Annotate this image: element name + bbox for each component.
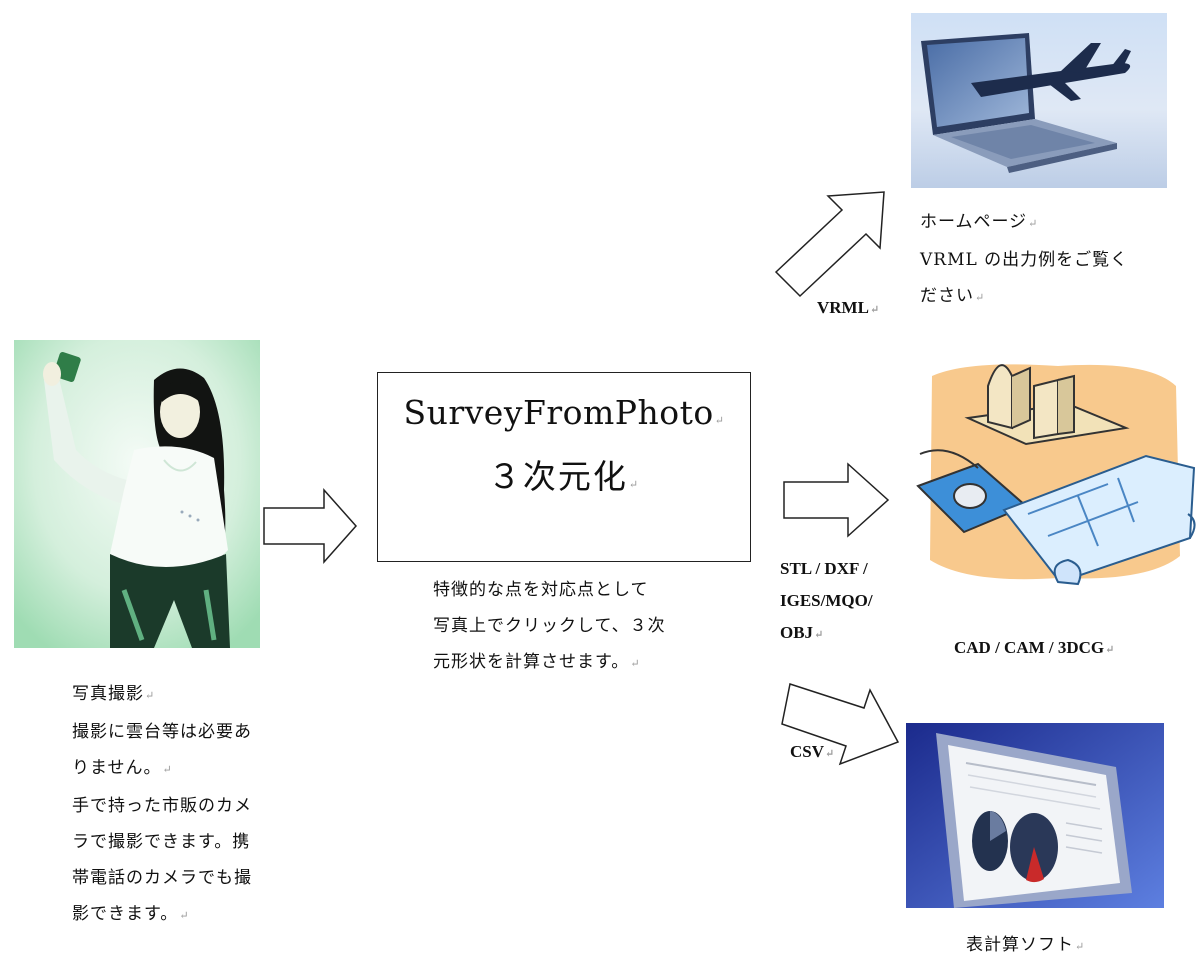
cad-clipart-image: [908, 346, 1200, 594]
cad-formats-label: STL / DXF / IGES/MQO/ OBJ↵: [780, 559, 873, 642]
spreadsheet-monitor-image: [906, 723, 1164, 908]
vrml-label: VRML↵: [817, 298, 880, 317]
process-caption-line: 元形状を計算させます。↵: [433, 652, 641, 672]
process-caption-line: 写真上でクリックして、３次: [433, 616, 666, 636]
process-caption: 特徴的な点を対応点として 写真上でクリックして、３次 元形状を計算させます。↵: [433, 572, 753, 682]
photo-caption-line: 撮影に雲台等は必要あ: [72, 722, 252, 742]
process-box: SurveyFromPhoto↵ ３次元化↵: [377, 372, 751, 562]
vrml-caption-line: VRML の出力例をご覧く: [920, 250, 1129, 270]
selfie-photo: [14, 340, 260, 648]
spreadsheet-caption: 表計算ソフト↵: [966, 935, 1086, 955]
laptop-airplane-image: [911, 13, 1167, 188]
process-title: SurveyFromPhoto↵: [403, 393, 725, 432]
photo-caption: 写真撮影↵ 撮影に雲台等は必要あ りません。↵ 手で持った市販のカメ ラで撮影で…: [72, 676, 302, 934]
arrow-up-right-icon: [772, 188, 890, 298]
csv-label: CSV↵: [790, 742, 835, 761]
photo-caption-title: 写真撮影↵: [72, 684, 156, 704]
vrml-caption-line: ださい↵: [920, 286, 986, 306]
photo-caption-line: 手で持った市販のカメ: [72, 796, 252, 816]
process-subtitle: ３次元化↵: [487, 457, 641, 496]
arrow-down-right-icon: [780, 680, 902, 768]
photo-caption-line: ラで撮影できます。携: [72, 832, 251, 852]
photo-caption-line: 影できます。↵: [72, 904, 190, 924]
arrow-right-icon: [782, 462, 892, 538]
vrml-caption: ホームページ↵ VRML の出力例をご覧く ださい↵: [920, 204, 1190, 316]
vrml-caption-line: ホームページ↵: [920, 212, 1039, 232]
photo-caption-line: りません。↵: [72, 758, 173, 778]
process-caption-line: 特徴的な点を対応点として: [433, 580, 649, 600]
arrow-right-icon: [262, 488, 360, 564]
cad-caption: CAD / CAM / 3DCG↵: [954, 638, 1115, 657]
photo-caption-line: 帯電話のカメラでも撮: [72, 868, 252, 888]
